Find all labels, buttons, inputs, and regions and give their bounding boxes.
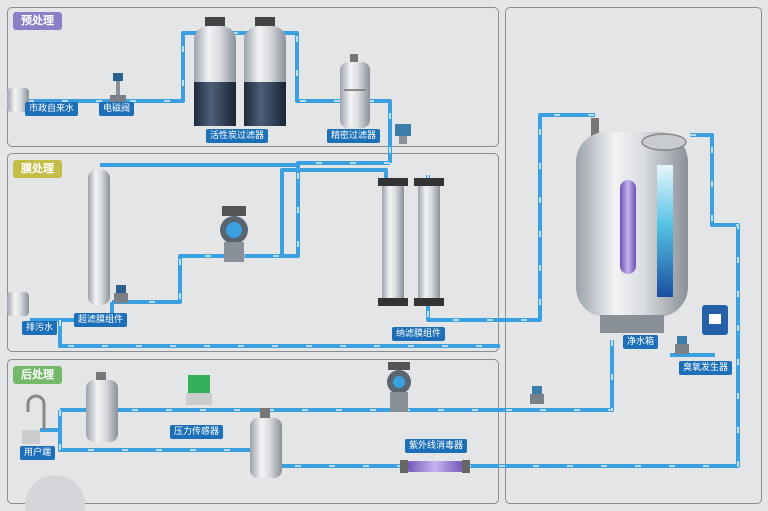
uf-valve-icon bbox=[114, 285, 128, 303]
faucet-icon bbox=[22, 394, 46, 444]
label-uv-sterilizer: 紫外线消毒器 bbox=[405, 439, 468, 453]
carbon-filter-icon bbox=[194, 17, 286, 126]
label-carbon-filter: 活性炭过滤器 bbox=[206, 129, 269, 143]
membrane-treatment-panel bbox=[7, 153, 499, 352]
storage-panel bbox=[505, 7, 762, 504]
solenoid-valve-icon bbox=[110, 73, 126, 103]
pre-treatment-panel bbox=[7, 7, 499, 147]
uf-membrane-icon bbox=[88, 170, 110, 305]
drain-outlet-pipe bbox=[7, 292, 29, 316]
pump-icon bbox=[220, 206, 248, 262]
nf-membrane-icon bbox=[378, 178, 444, 306]
label-precision-filter: 精密过滤器 bbox=[327, 129, 381, 143]
label-solenoid-valve: 电磁阀 bbox=[99, 102, 135, 116]
label-municipal-water: 市政自来水 bbox=[25, 102, 79, 116]
section-tag-pre: 预处理 bbox=[13, 12, 62, 30]
label-nf-module: 纳滤膜组件 bbox=[392, 327, 446, 341]
post-valve-icon bbox=[530, 386, 544, 404]
tank-outlet-valve-icon bbox=[675, 336, 689, 354]
label-ozone-generator: 臭氧发生器 bbox=[679, 361, 733, 375]
precision-filter-icon bbox=[340, 54, 370, 128]
label-pressure-sensor: 压力传感器 bbox=[170, 425, 224, 439]
label-user-end: 用户端 bbox=[20, 446, 56, 460]
decorative-disc bbox=[25, 475, 85, 511]
uv-sterilizer-icon bbox=[400, 460, 470, 473]
clean-water-tank-icon bbox=[576, 118, 688, 333]
ozone-generator-icon bbox=[702, 305, 728, 335]
label-uf-module: 超滤膜组件 bbox=[74, 313, 128, 327]
valve-icon bbox=[395, 124, 411, 144]
post-treatment-panel bbox=[7, 359, 499, 504]
section-tag-membrane: 膜处理 bbox=[13, 160, 62, 178]
booster-pump-icon bbox=[387, 362, 411, 412]
label-drain: 排污水 bbox=[22, 321, 58, 335]
section-tag-post: 后处理 bbox=[13, 366, 62, 384]
post-filter-2-icon bbox=[250, 408, 282, 478]
post-filter-icon bbox=[86, 372, 118, 442]
label-clean-tank: 净水箱 bbox=[623, 335, 659, 349]
water-inlet-pipe bbox=[7, 88, 29, 112]
pressure-sensor-icon bbox=[186, 375, 212, 405]
